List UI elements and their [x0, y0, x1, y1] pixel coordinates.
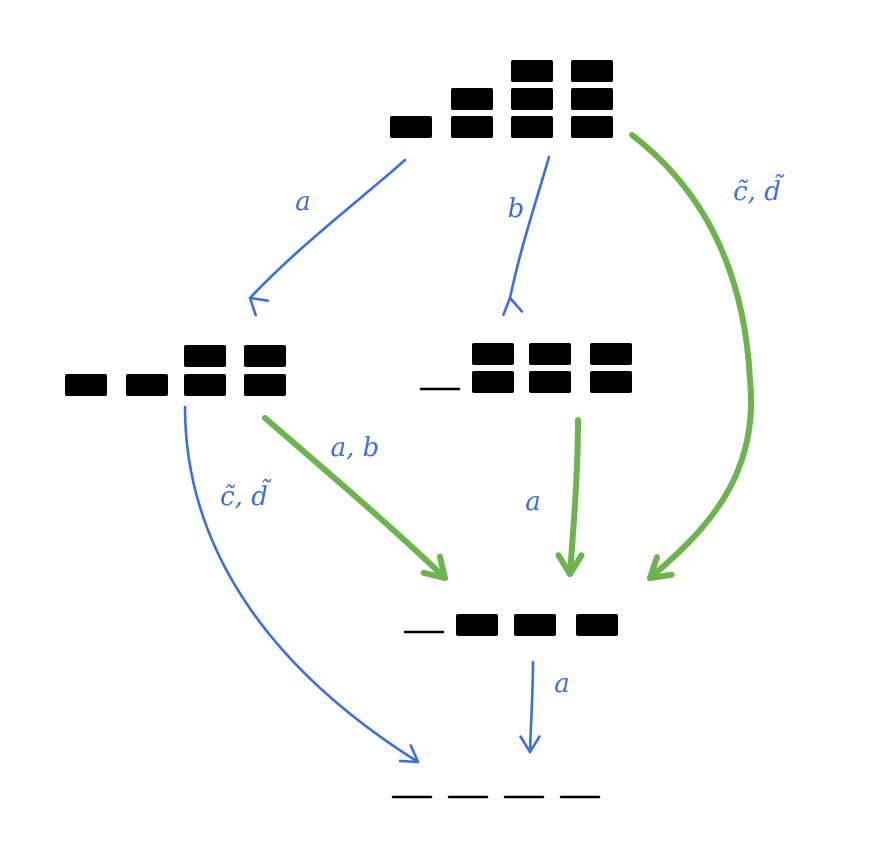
arrowhead-icon	[420, 553, 448, 581]
edge-line	[508, 155, 551, 300]
block	[65, 374, 107, 396]
block	[590, 343, 632, 365]
block	[456, 614, 498, 636]
node-lower	[403, 614, 618, 636]
node-top	[390, 60, 613, 138]
edge-label: c̃, d̃	[733, 173, 785, 207]
edge-left-to-lower	[262, 415, 448, 581]
block	[472, 343, 514, 365]
edge-label: a	[295, 187, 311, 217]
arrowhead-icon	[519, 735, 541, 754]
block	[184, 374, 226, 396]
edge-lower-to-bottom	[519, 660, 541, 754]
block	[244, 374, 286, 396]
edge-middle-to-lower	[555, 417, 585, 577]
edge-line	[567, 417, 581, 577]
block	[576, 614, 618, 636]
edge-line	[629, 132, 755, 581]
block	[571, 88, 613, 110]
labels-layer: a b c̃, d̃ a, b c̃, d̃ a a	[220, 173, 785, 699]
arrowhead-icon	[647, 554, 675, 581]
block	[511, 116, 553, 138]
block	[590, 371, 632, 393]
block	[529, 371, 571, 393]
node-middle	[419, 343, 632, 393]
block	[451, 116, 493, 138]
block	[529, 343, 571, 365]
node-left	[65, 345, 286, 396]
edge-label: a	[525, 487, 541, 517]
edge-line	[528, 660, 535, 754]
nodes-layer	[65, 60, 632, 799]
block	[511, 60, 553, 82]
edge-label: a	[554, 669, 570, 699]
edge-top-to-lower	[629, 132, 755, 581]
arrowhead-icon	[248, 296, 270, 317]
block	[451, 88, 493, 110]
edge-line	[262, 415, 448, 581]
block	[244, 345, 286, 367]
edge-line	[183, 405, 420, 764]
block	[571, 116, 613, 138]
edge-top-to-left	[248, 158, 407, 317]
arrowhead-icon	[555, 552, 585, 577]
block	[511, 88, 553, 110]
block	[184, 345, 226, 367]
edge-label: a, b	[331, 433, 380, 463]
edge-top-to-middle	[502, 155, 551, 317]
edge-label: b	[508, 194, 525, 224]
edge-line	[248, 158, 407, 300]
block	[514, 614, 556, 636]
block	[472, 371, 514, 393]
block	[390, 116, 432, 138]
block	[571, 60, 613, 82]
arrowhead-icon	[398, 744, 420, 764]
block	[126, 374, 168, 396]
arrowhead-icon	[502, 296, 524, 317]
edges-layer	[183, 132, 755, 764]
edge-label: c̃, d̃	[220, 478, 272, 512]
edge-left-to-bottom	[183, 405, 420, 764]
